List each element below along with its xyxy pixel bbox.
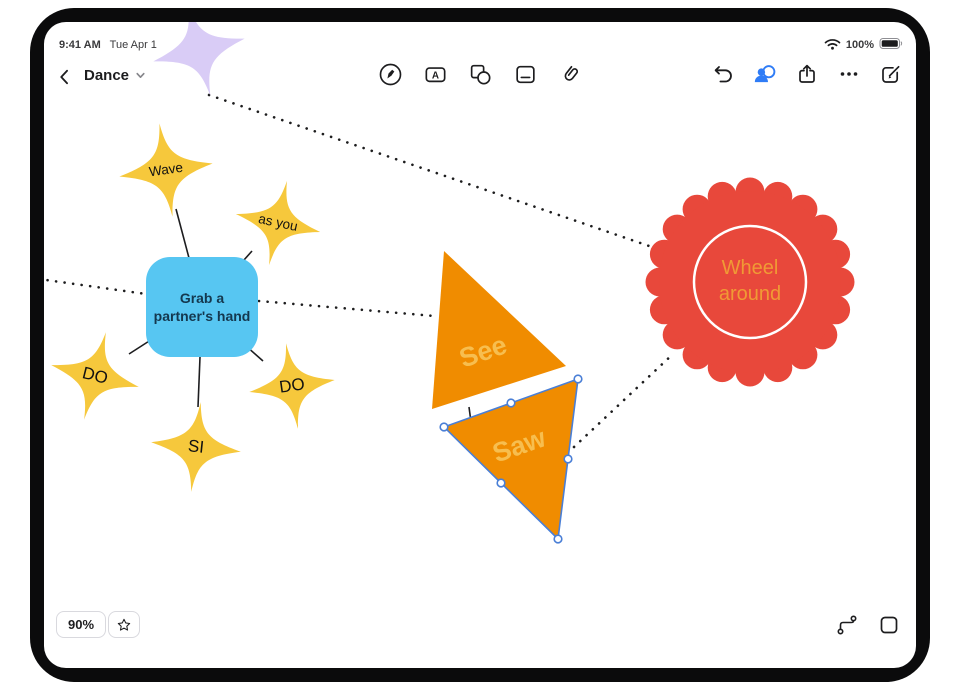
svg-text:A: A xyxy=(431,70,438,81)
battery-icon xyxy=(879,37,904,53)
ipad-device-frame: See Saw xyxy=(30,8,930,682)
status-date: Tue Apr 1 xyxy=(109,39,157,51)
new-board-button[interactable] xyxy=(878,61,904,87)
star-node-label: SI xyxy=(187,436,206,457)
purple-star-shape[interactable] xyxy=(141,22,257,108)
ellipsis-icon xyxy=(840,72,858,76)
connector-blob-to-flower[interactable] xyxy=(207,93,654,249)
star-icon xyxy=(117,618,131,631)
zoom-level-button[interactable]: 90% xyxy=(56,611,107,638)
dotted-connector-lines[interactable] xyxy=(44,93,676,449)
selection-handles[interactable] xyxy=(439,374,583,544)
text-box-icon: A xyxy=(425,66,446,82)
connector-saw-to-flower[interactable] xyxy=(572,351,676,449)
star-node-si[interactable]: SI xyxy=(145,396,246,497)
four-point-star-icon xyxy=(153,22,245,96)
four-point-star-icon xyxy=(51,332,139,420)
route-icon xyxy=(837,615,857,635)
marker-icon xyxy=(379,63,401,85)
insert-toolbar: A xyxy=(377,61,583,87)
mindmap-center-node[interactable]: Grab a partner's hand xyxy=(146,257,258,357)
star-node-do-right[interactable]: DO xyxy=(242,336,341,435)
connector-left-edge-to-center[interactable] xyxy=(44,278,148,296)
wifi-icon xyxy=(824,38,841,53)
zoom-level: 90% xyxy=(68,617,95,632)
star-node-wave[interactable]: Wave xyxy=(112,116,220,224)
star-node-as-you[interactable]: as you xyxy=(226,171,330,275)
shapes-icon xyxy=(470,64,491,85)
status-bar-left: 9:41 AM Tue Apr 1 xyxy=(59,39,157,51)
collaborate-icon xyxy=(754,64,776,82)
star-node-do-left[interactable]: DO xyxy=(44,320,151,432)
four-point-star-icon xyxy=(119,123,213,217)
undo-button[interactable] xyxy=(710,61,736,87)
board-title-menu[interactable]: Dance xyxy=(84,67,147,84)
status-time: 9:41 AM xyxy=(59,39,101,51)
collaborate-button[interactable] xyxy=(752,61,778,87)
status-bar-right: 100% xyxy=(824,37,904,53)
marker-tool-button[interactable] xyxy=(377,61,403,87)
frame-button[interactable] xyxy=(876,612,902,638)
four-point-star-icon xyxy=(249,343,335,429)
back-button[interactable] xyxy=(52,64,78,90)
favorite-button[interactable] xyxy=(108,611,140,638)
text-box-button[interactable]: A xyxy=(422,61,448,87)
sticky-note-button[interactable] xyxy=(512,61,538,87)
chevron-left-icon xyxy=(60,69,68,85)
freeform-app-screen: See Saw xyxy=(44,22,916,668)
bottom-right-tools xyxy=(834,612,902,638)
paperclip-icon xyxy=(564,65,578,81)
undo-icon xyxy=(714,66,732,83)
battery-percent: 100% xyxy=(845,39,874,51)
flower-inner-ring xyxy=(692,224,808,340)
connector-center-to-see[interactable] xyxy=(257,299,436,318)
flower-shape[interactable] xyxy=(645,177,855,387)
freeform-canvas[interactable]: See Saw xyxy=(44,22,916,668)
star-node-label: DO xyxy=(277,374,306,397)
connector-mode-button[interactable] xyxy=(834,612,860,638)
board-title: Dance xyxy=(84,67,130,84)
share-icon xyxy=(799,64,815,83)
share-button[interactable] xyxy=(794,61,820,87)
attachment-button[interactable] xyxy=(557,61,583,87)
saw-triangle[interactable]: Saw xyxy=(439,374,583,544)
compose-icon xyxy=(882,65,900,83)
four-point-star-icon xyxy=(235,180,321,266)
chevron-down-icon xyxy=(136,72,145,79)
flower-label: Wheel around xyxy=(718,257,782,305)
more-button[interactable] xyxy=(836,61,862,87)
see-triangle[interactable]: See xyxy=(432,251,566,409)
sticky-note-icon xyxy=(515,65,535,83)
action-toolbar xyxy=(710,61,904,87)
four-point-star-icon xyxy=(151,402,241,492)
frame-icon xyxy=(880,616,898,634)
shapes-button[interactable] xyxy=(467,61,493,87)
